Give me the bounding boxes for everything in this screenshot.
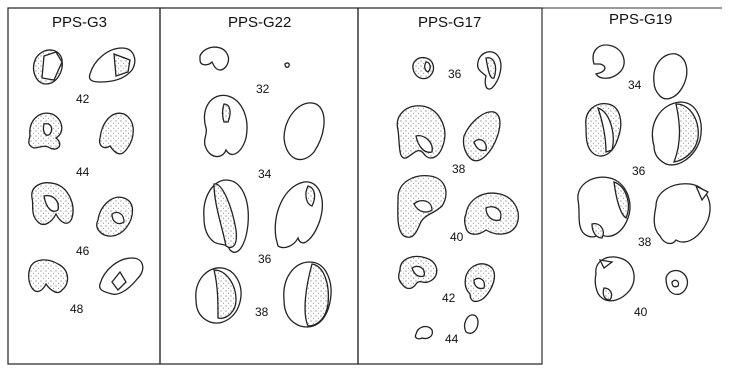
stage-g3-48: 48 (70, 302, 84, 316)
section-pair-g19-34: 34 (593, 45, 687, 99)
section-pair-g17-36: 36 (413, 52, 501, 89)
section-pair-g17-42: 42 (399, 257, 495, 306)
panel-g17: 36 38 40 42 44 (397, 52, 518, 346)
stage-g17-42: 42 (442, 291, 456, 305)
stage-g17-38: 38 (452, 162, 466, 176)
stage-g3-44: 44 (76, 165, 90, 179)
stage-g22-32: 32 (256, 82, 270, 96)
stage-g19-38: 38 (638, 235, 652, 249)
section-pair-g17-38: 38 (397, 106, 500, 176)
panel-title-g3: PPS-G3 (52, 14, 107, 31)
section-pair-g3-46: 46 (32, 183, 133, 258)
section-pair-g22-38: 38 (196, 262, 331, 327)
stage-g19-36: 36 (632, 164, 646, 178)
stage-g17-36: 36 (448, 67, 462, 81)
section-pair-g3-48: 48 (29, 258, 143, 316)
stage-g19-34: 34 (628, 78, 642, 92)
stage-g22-36: 36 (258, 252, 272, 266)
stage-g3-42: 42 (76, 92, 90, 106)
section-pair-g17-44: 44 (415, 315, 478, 346)
stage-g22-34: 34 (258, 167, 272, 181)
panel-frame-g3 (8, 8, 160, 364)
stage-g3-46: 46 (76, 244, 90, 258)
section-pair-g17-40: 40 (398, 176, 519, 244)
section-pair-g19-36: 36 (586, 102, 701, 178)
section-pair-g19-40: 40 (595, 257, 687, 319)
panel-g3: 42 44 46 48 (29, 48, 143, 316)
panel-frame-g17 (358, 8, 542, 364)
panel-g19: 34 36 38 40 (578, 45, 710, 319)
stage-g17-44: 44 (445, 332, 459, 346)
stage-g22-38: 38 (255, 305, 269, 319)
panel-g22: 32 34 36 38 (196, 47, 331, 327)
panel-title-g22: PPS-G22 (228, 14, 291, 31)
section-pair-g3-42: 42 (34, 48, 135, 106)
section-pair-g22-34: 34 (204, 95, 324, 181)
section-pair-g19-38: 38 (578, 177, 710, 249)
panel-title-g19: PPS-G19 (609, 11, 672, 28)
stage-g19-40: 40 (634, 305, 648, 319)
stage-g17-40: 40 (450, 230, 464, 244)
section-pair-g22-36: 36 (204, 180, 323, 266)
panel-title-g17: PPS-G17 (418, 14, 481, 31)
section-pair-g3-44: 44 (29, 113, 133, 179)
section-pair-g22-32: 32 (200, 47, 289, 96)
